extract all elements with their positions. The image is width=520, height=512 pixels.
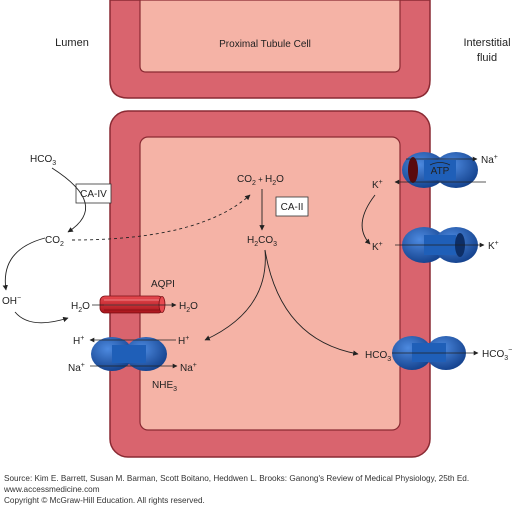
source-caption: Source: Kim E. Barrett, Susan M. Barman,… [4, 474, 470, 483]
h2o-lumen-label: H2O [71, 301, 90, 314]
interstitial-label-1: Interstitial [463, 37, 510, 49]
h2co3-to-hco3-arrow [264, 249, 359, 356]
ca-iv-label: CA-IV [80, 189, 107, 200]
nhe3-transporter [91, 337, 167, 371]
copyright-caption: Copyright © McGraw-Hill Education. All r… [4, 496, 205, 505]
lumen-label: Lumen [55, 37, 89, 49]
h-lumen-label: H+ [73, 335, 84, 347]
lumen-hco3-label: HCO3 [30, 154, 56, 167]
atp-label: ATP [431, 166, 450, 177]
k-out-label: K+ [488, 240, 499, 252]
hco3-to-co2-arrow [51, 167, 86, 233]
h-cell-label: H+ [178, 335, 189, 347]
hco3-out-label: HCO3− [482, 347, 512, 362]
lumen-co2-label: CO2 [45, 235, 64, 248]
nhe3-label: NHE3 [152, 380, 177, 393]
h2co3-to-h-arrow [204, 249, 266, 341]
k-in-label-2: K+ [372, 241, 383, 253]
atp-cycle-arrow [429, 162, 451, 166]
h2co3-label: H2CO3 [247, 235, 277, 248]
oh-label: OH− [2, 295, 21, 307]
na-k-atpase [402, 152, 478, 188]
upper-cell [109, 0, 431, 99]
co2-to-oh-arrow [2, 237, 46, 291]
na-out-label: Na+ [481, 154, 498, 166]
h2o-cell-label: H2O [179, 301, 198, 314]
hco3-cell-label: HCO3 [365, 350, 391, 363]
ca-ii-label: CA-II [281, 202, 304, 213]
co2-h2o-label: CO2 + H2O [237, 174, 284, 187]
co2-diffusion-arrow [71, 194, 251, 241]
proximal-tubule-cell [109, 110, 431, 458]
interstitial-label-2: fluid [477, 52, 497, 64]
ca-iv-box [75, 183, 112, 204]
oh-to-h2o-arrow [14, 311, 69, 324]
aquaporin-channel [99, 295, 166, 314]
website-caption: www.accessmedicine.com [4, 485, 100, 494]
k-recycle-arrow [361, 194, 376, 245]
na-cell-label: Na+ [180, 362, 197, 374]
na-lumen-label: Na+ [68, 362, 85, 374]
ca-ii-box [275, 196, 309, 217]
k-in-label-1: K+ [372, 179, 383, 191]
aqpi-label: AQPI [151, 279, 175, 290]
cell-label: Proximal Tubule Cell [219, 39, 311, 50]
